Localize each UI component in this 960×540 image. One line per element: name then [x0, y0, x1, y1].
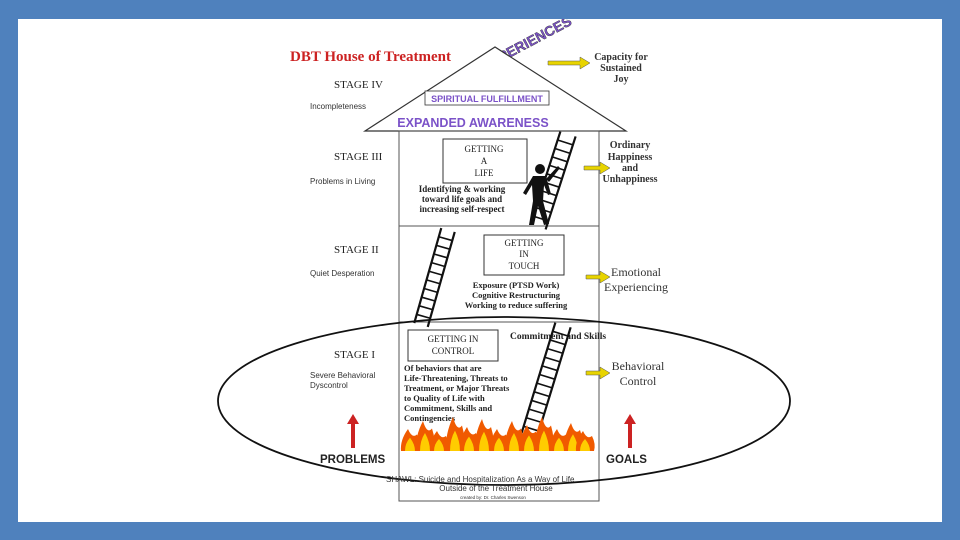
stage-3-label: STAGE III	[334, 151, 383, 163]
getting-in-touch-line3: TOUCH	[509, 261, 540, 271]
spiritual-fulfillment-label: SPIRITUAL FULFILLMENT	[431, 94, 543, 104]
climbing-person-icon	[523, 164, 560, 225]
shawl-line1: SHAWL: Suicide and Hospitalization As a …	[386, 475, 575, 484]
spiritual-fulfillment-box	[424, 90, 550, 106]
stage-2-label: STAGE II	[334, 244, 379, 256]
stage1-desc-line2: Life-Threatening, Threats to	[404, 373, 508, 383]
goals-arrow-icon	[624, 414, 636, 448]
stage-1-label: STAGE I	[334, 349, 375, 361]
getting-a-life-box	[442, 138, 528, 184]
flame-core	[450, 430, 460, 451]
shawl-credit: created by: Dr. Charles Swenson	[460, 495, 526, 500]
goal-stage1-line1: Behavioral	[612, 359, 665, 373]
goal-stage3-line2: Happiness	[608, 152, 653, 163]
stage3-desc-line2: toward life goals and	[422, 194, 502, 204]
shawl-line2: Outside of the Treatment House	[439, 484, 553, 493]
flame-core	[494, 437, 504, 451]
flame-core	[539, 430, 549, 451]
goal-stage2-line1: Emotional	[611, 265, 662, 279]
commitment-and-skills: Commitment and Skills	[510, 332, 606, 342]
stage-4-problem: Incompleteness	[310, 102, 366, 111]
goal-stage4-line1: Capacity for	[594, 52, 648, 63]
goal-arrow-stage2	[585, 270, 611, 284]
stage-1-problem-line2: Dyscontrol	[310, 381, 348, 390]
goal-stage2-line2: Experiencing	[604, 280, 668, 294]
stage2-desc-line2: Cognitive Restructuring	[472, 290, 561, 300]
slide: DBT House of Treatment PEAK EXPERIENCES …	[18, 19, 942, 522]
flame-core	[479, 431, 489, 451]
stage2-desc-line1: Exposure (PTSD Work)	[473, 280, 560, 290]
stage1-desc-line6: Contingencies	[404, 413, 456, 423]
flame-core	[554, 437, 564, 451]
stage-2-problem: Quiet Desperation	[310, 269, 374, 278]
goals-label: GOALS	[606, 454, 647, 466]
goal-stage1-line2: Control	[620, 374, 657, 388]
stage-1-problem-line1: Severe Behavioral	[310, 371, 376, 380]
getting-a-life-line1: GETTING	[465, 144, 504, 154]
goal-arrow-stage4	[547, 56, 591, 70]
goal-stage3-line1: Ordinary	[610, 140, 651, 151]
problems-label: PROBLEMS	[320, 454, 386, 466]
getting-in-touch-line1: GETTING	[505, 238, 544, 248]
stage3-desc-line3: increasing self-respect	[420, 204, 505, 214]
stage1-desc-line3: Treatment, or Major Threats	[404, 383, 510, 393]
goal-arrow-stage1	[585, 366, 611, 380]
house-roof: SPIRITUAL FULFILLMENT EXPANDED AWARENESS	[362, 46, 629, 132]
getting-in-control-line1: GETTING IN	[428, 334, 479, 344]
flame-core	[464, 436, 474, 451]
stage1-desc-line4: to Quality of Life with	[404, 393, 485, 403]
getting-in-control-line2: CONTROL	[432, 346, 475, 356]
stage3-desc-line1: Identifying & working	[419, 184, 506, 194]
flame-core	[524, 435, 534, 451]
flames	[400, 417, 595, 451]
house-body	[398, 130, 600, 502]
ladder-stage2	[413, 227, 456, 328]
stage1-desc-line1: Of behaviors that are	[404, 363, 482, 373]
shawl-ellipse	[217, 316, 791, 486]
stage-4-label: STAGE IV	[334, 79, 383, 91]
expanded-awareness-label: EXPANDED AWARENESS	[397, 116, 548, 130]
flame-core	[580, 439, 590, 451]
problems-arrow-icon	[347, 414, 359, 448]
stage1-desc-line5: Commitment, Skills and	[404, 403, 492, 413]
diagram-title: DBT House of Treatment	[290, 49, 451, 65]
goal-arrow-stage3	[583, 161, 611, 175]
stage2-desc-line3: Working to reduce suffering	[465, 300, 568, 310]
getting-a-life-line2: A	[481, 156, 488, 166]
stage-3-problem: Problems in Living	[310, 177, 375, 186]
goal-stage3-line4: Unhappiness	[602, 174, 657, 185]
goal-stage3-line3: and	[622, 163, 639, 174]
flame-core	[420, 433, 430, 451]
flame-core	[509, 433, 519, 451]
goal-stage4-line3: Joy	[614, 74, 629, 85]
goal-arrows	[547, 56, 611, 380]
getting-in-control-box	[407, 329, 499, 362]
goal-stage4-line2: Sustained	[600, 63, 642, 74]
getting-a-life-line3: LIFE	[475, 168, 495, 178]
getting-in-touch-line2: IN	[519, 249, 529, 259]
getting-in-touch-box	[483, 234, 565, 276]
flame-core	[568, 434, 578, 451]
flame-core	[405, 437, 415, 451]
flame-core	[434, 439, 444, 451]
dbt-house-diagram: DBT House of Treatment PEAK EXPERIENCES …	[217, 19, 791, 502]
